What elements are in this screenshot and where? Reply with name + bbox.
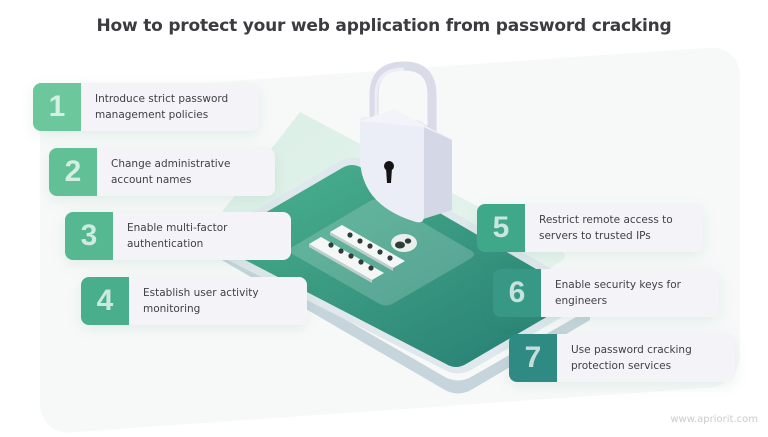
step-number: 1: [33, 83, 81, 131]
user-icon: [391, 234, 417, 252]
password-field-2: [309, 237, 384, 283]
step-number: 4: [81, 277, 129, 325]
step-label: Restrict remote access to servers to tru…: [525, 204, 703, 252]
password-field-1: [330, 225, 405, 271]
step-5: 5 Restrict remote access to servers to t…: [477, 204, 703, 252]
step-3: 3 Enable multi-factor authentication: [65, 212, 291, 260]
step-6: 6 Enable security keys for engineers: [493, 269, 719, 317]
padlock-icon: [360, 61, 452, 223]
step-2: 2 Change administrative account names: [49, 148, 275, 196]
step-4: 4 Establish user activity monitoring: [81, 277, 307, 325]
page-title: How to protect your web application from…: [96, 16, 672, 36]
step-number: 6: [493, 269, 541, 317]
step-number: 7: [509, 334, 557, 382]
step-1: 1 Introduce strict password management p…: [33, 83, 259, 131]
watermark: www.apriorit.com: [670, 414, 758, 425]
step-label: Use password cracking protection service…: [557, 334, 735, 382]
step-label: Enable security keys for engineers: [541, 269, 719, 317]
step-number: 5: [477, 204, 525, 252]
step-number: 3: [65, 212, 113, 260]
step-label: Introduce strict password management pol…: [81, 83, 259, 131]
step-label: Change administrative account names: [97, 148, 275, 196]
step-7: 7 Use password cracking protection servi…: [509, 334, 735, 382]
step-label: Establish user activity monitoring: [129, 277, 307, 325]
step-label: Enable multi-factor authentication: [113, 212, 291, 260]
step-number: 2: [49, 148, 97, 196]
